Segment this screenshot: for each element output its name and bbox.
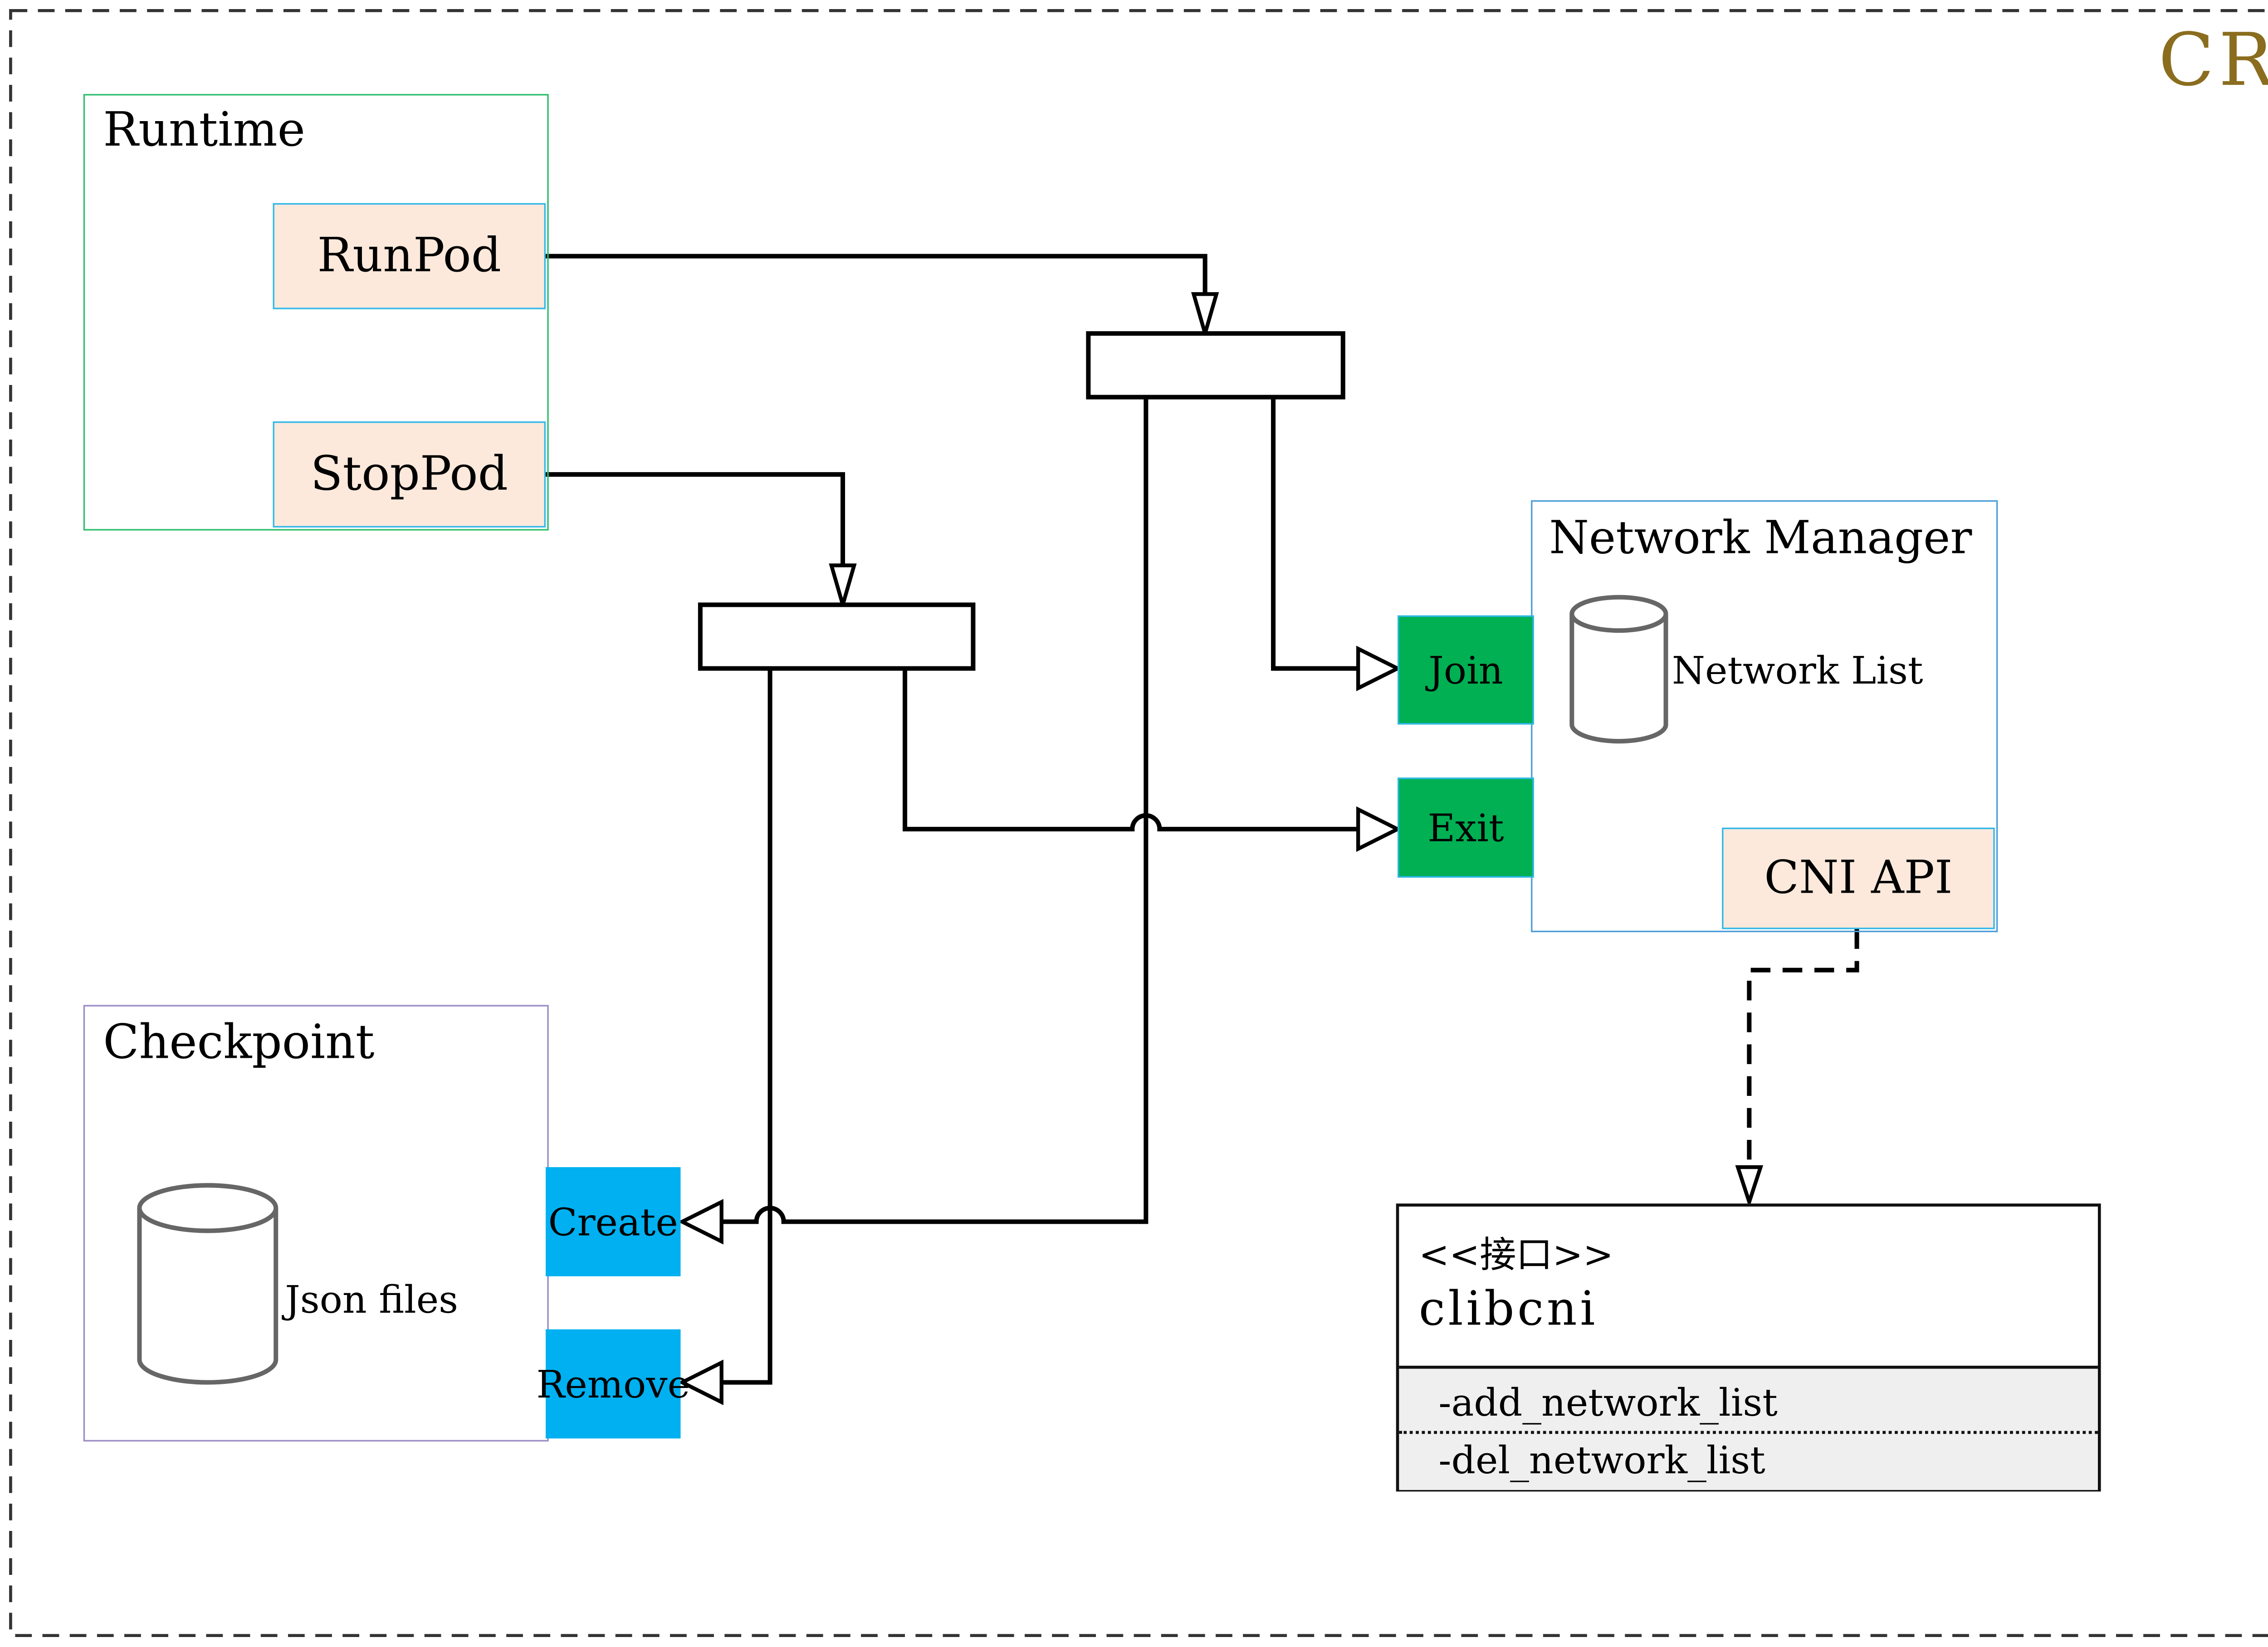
- runtime-group: [83, 94, 549, 531]
- arrowhead-create-icon: [678, 1199, 723, 1245]
- network-list-database-icon: [1569, 595, 1668, 744]
- network-list-label: Network List: [1672, 649, 1923, 693]
- arrowhead-stoppod-icon: [829, 563, 857, 612]
- runtime-label: Runtime: [103, 103, 305, 158]
- json-files-database-icon: [137, 1183, 279, 1385]
- arrowhead-remove-icon: [678, 1359, 723, 1405]
- outer-dashed-border: [9, 9, 2268, 1637]
- connector-junction-middle-to-exit: [902, 668, 1359, 831]
- arrowhead-clibcni-icon: [1735, 1165, 1764, 1208]
- connector-junction-middle-to-remove: [721, 668, 772, 1385]
- clibcni-methods-section: -add_network_list -del_network_list: [1399, 1365, 2098, 1490]
- interface-name-label: clibcni: [1418, 1282, 1598, 1337]
- method-add-network-list: -add_network_list: [1438, 1381, 1778, 1425]
- connector-stoppod-to-junction: [546, 472, 846, 566]
- clibcni-header: <<接口>> clibcni: [1399, 1206, 2098, 1366]
- methods-divider: [1399, 1431, 2098, 1434]
- junction-box-middle: [698, 602, 976, 671]
- diagram-title: CRI: [2158, 18, 2268, 103]
- clibcni-interface-box: <<接口>> clibcni -add_network_list -del_ne…: [1396, 1203, 2101, 1492]
- cni-api-node: CNI API: [1722, 827, 1995, 929]
- arrowhead-exit-icon: [1356, 806, 1402, 852]
- arrowhead-runpod-icon: [1191, 292, 1219, 341]
- connector-junction-top-to-join: [1271, 397, 1359, 671]
- interface-stereotype-label: <<接口>>: [1418, 1234, 1614, 1276]
- remove-node: Remove: [536, 1329, 690, 1439]
- checkpoint-group: [83, 1005, 549, 1442]
- exit-node: Exit: [1398, 777, 1534, 878]
- connector-cni-api-to-clibcni: [1747, 929, 1859, 1170]
- create-node: Create: [546, 1167, 681, 1276]
- arrowhead-join-icon: [1356, 645, 1402, 691]
- junction-box-top: [1086, 331, 1345, 400]
- connector-runpod-to-junction: [546, 254, 1207, 294]
- stoppod-node: StopPod: [273, 421, 546, 528]
- connector-junction-top-to-create: [721, 397, 1149, 1224]
- network-manager-label: Network Manager: [1549, 512, 1972, 566]
- join-node: Join: [1398, 615, 1534, 725]
- checkpoint-label: Checkpoint: [103, 1015, 375, 1070]
- method-del-network-list: -del_network_list: [1438, 1438, 1765, 1483]
- runpod-node: RunPod: [273, 203, 546, 309]
- json-files-label: Json files: [285, 1278, 459, 1322]
